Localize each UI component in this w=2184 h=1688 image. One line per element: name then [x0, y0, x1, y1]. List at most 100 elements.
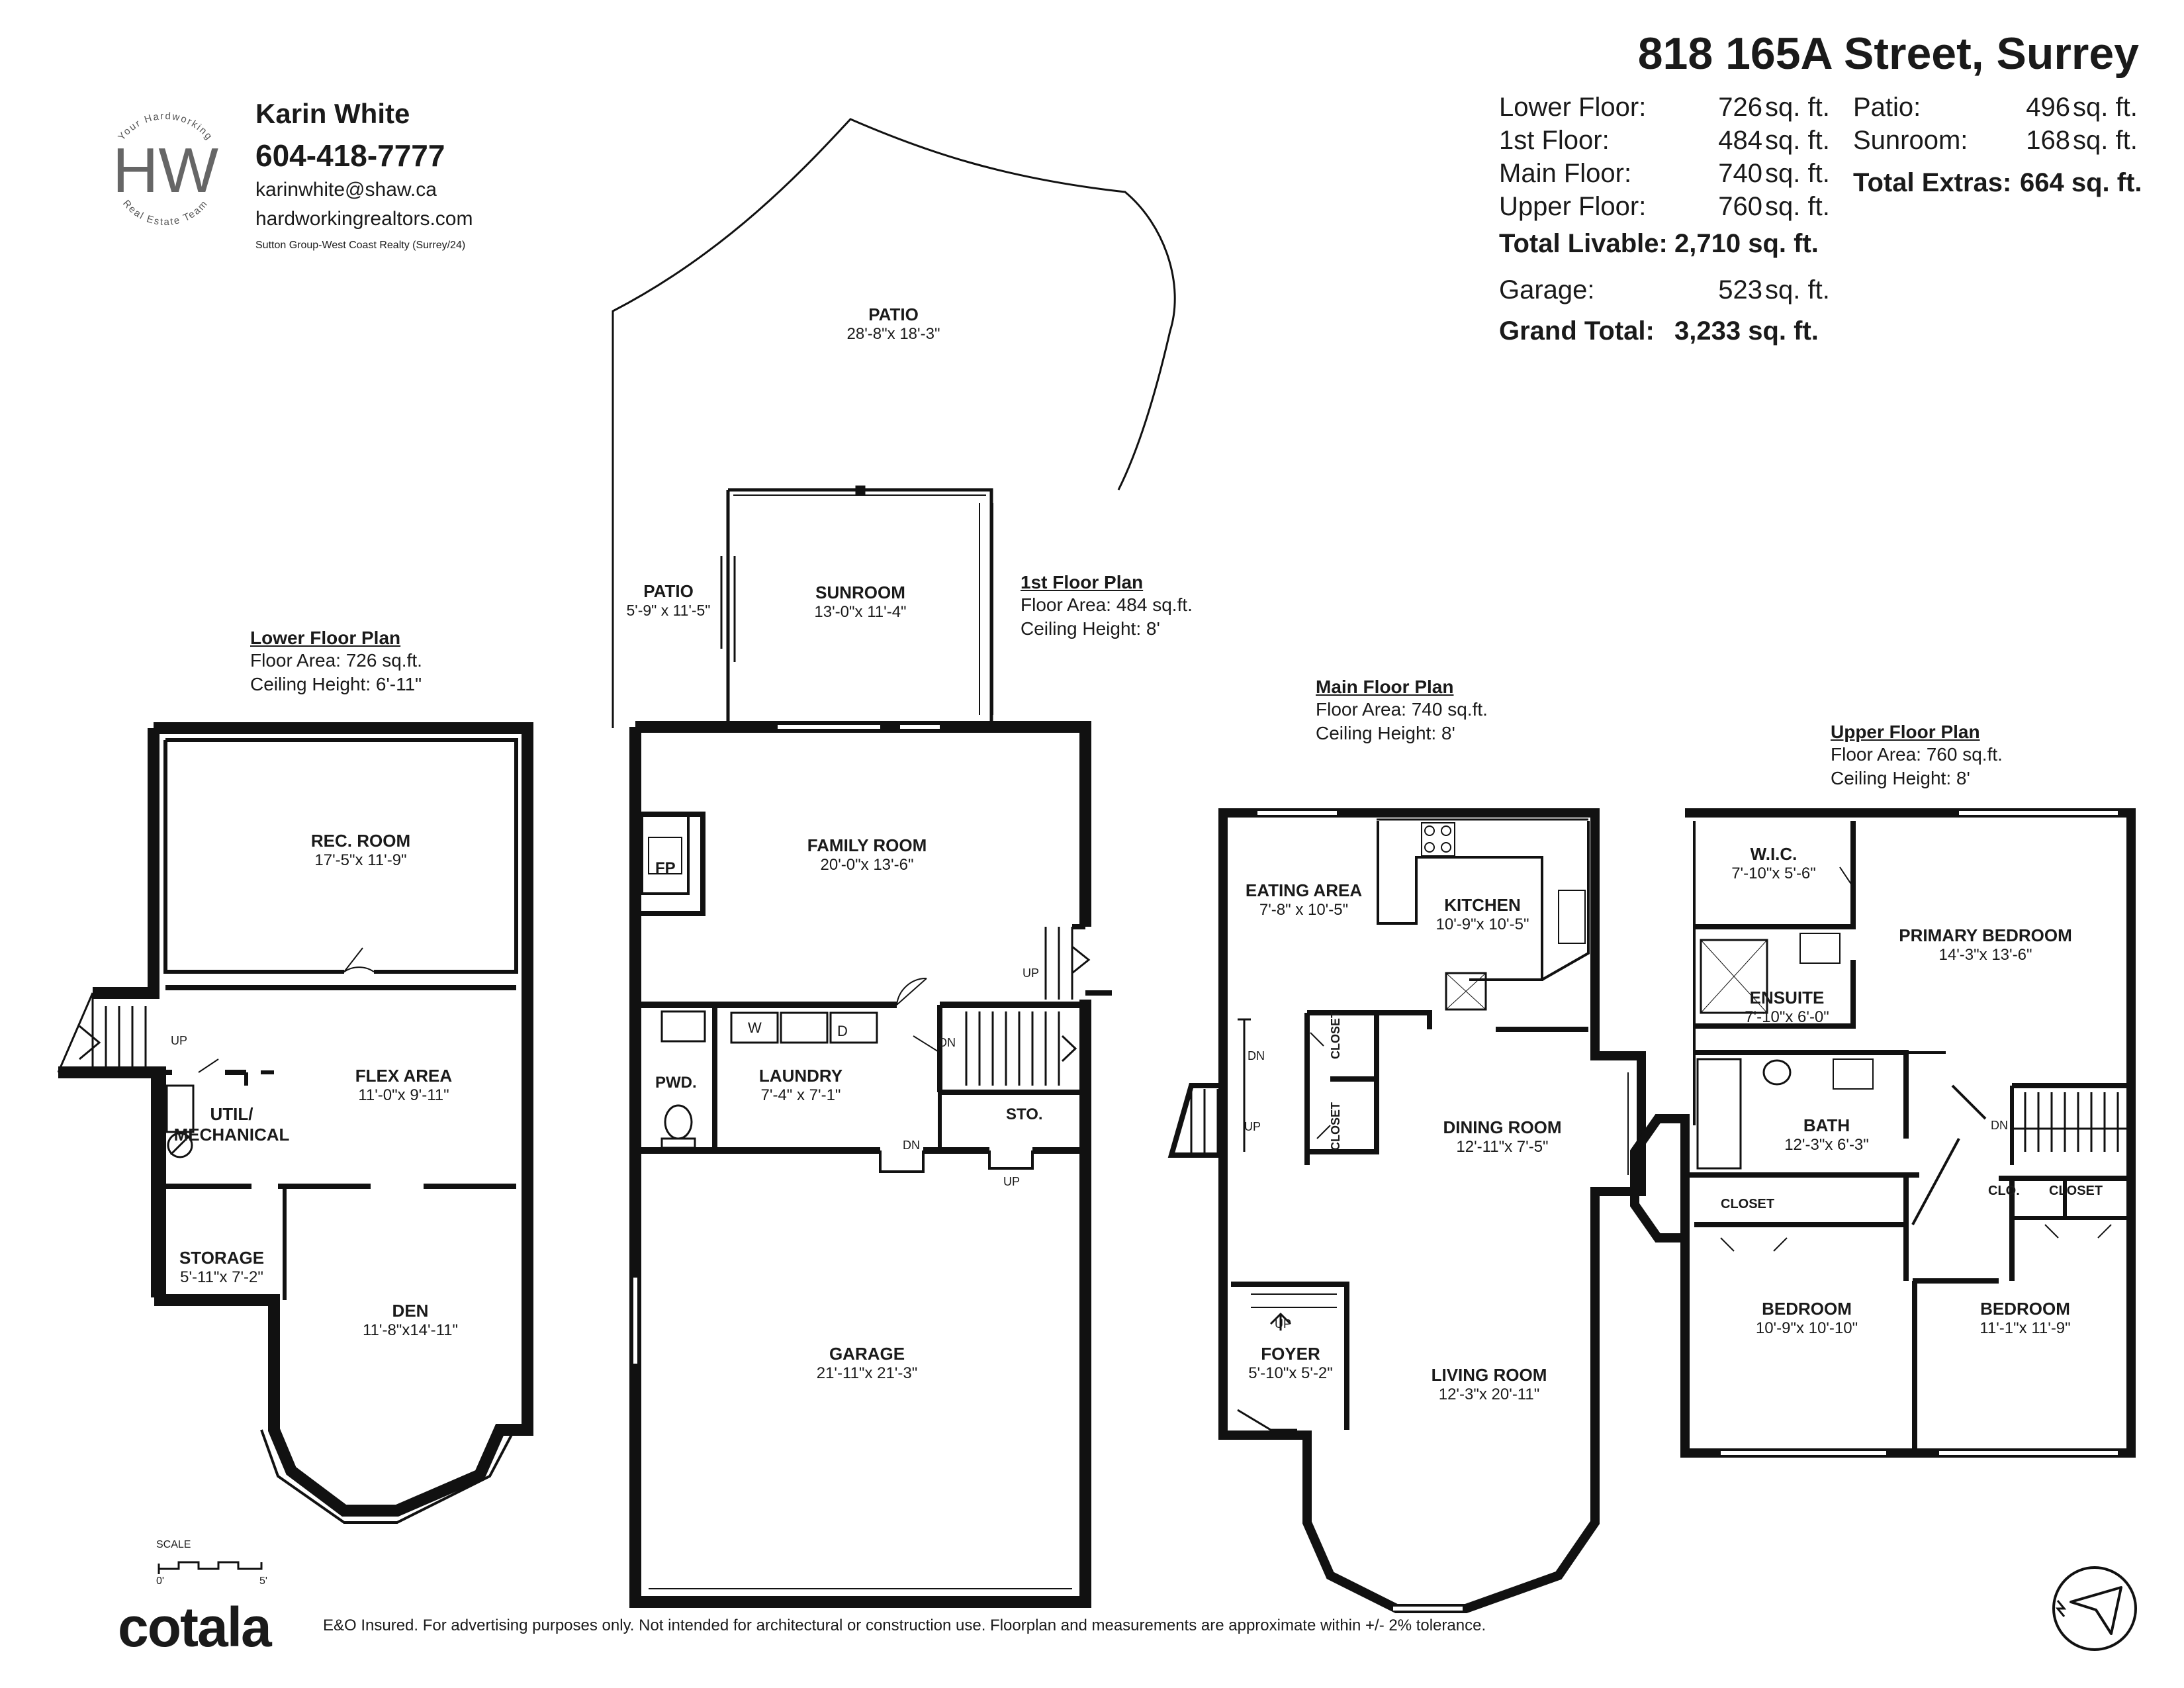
grand-total-label: Grand Total: — [1499, 316, 1655, 346]
area-row-main: Main Floor: 740 sq. ft. — [1499, 159, 1830, 192]
room-name: EATING AREA — [1245, 880, 1363, 900]
grand-total-value: 3,233 sq. ft. — [1674, 316, 1819, 346]
scale-bar — [158, 1561, 263, 1574]
room-name: FAMILY ROOM — [807, 835, 927, 855]
room-name: SUNROOM — [815, 583, 905, 602]
total-extras-value: 664 sq. ft. — [2020, 168, 2142, 197]
logo-monogram: HW — [113, 135, 218, 206]
plan-title: Lower Floor Plan — [250, 628, 401, 648]
fireplace-label: FP — [655, 859, 676, 877]
main-floor-plan — [1167, 808, 1646, 1613]
room-dim: 14'-3"x 13'-6" — [1938, 946, 2032, 964]
plan-title: 1st Floor Plan — [1021, 572, 1144, 592]
room-name: LIVING ROOM — [1431, 1365, 1547, 1385]
closet-label: CLOSET — [1721, 1197, 1775, 1211]
agent-phone: 604-418-7777 — [255, 138, 445, 173]
garage-value: 523 — [1718, 275, 1762, 305]
total-extras-label: Total Extras: — [1853, 168, 2012, 197]
scale-label: SCALE — [156, 1539, 191, 1550]
lower-floor-plan — [57, 722, 533, 1524]
cotala-logo: cotala — [118, 1596, 272, 1658]
closet-label: CLOSET — [2049, 1184, 2103, 1198]
room-name: GARAGE — [829, 1344, 905, 1364]
area-unit: sq. ft. — [1765, 192, 1830, 221]
total-extras-row: Total Extras: 664 sq. ft. — [1853, 168, 2158, 208]
extra-unit: sq. ft. — [2073, 93, 2138, 122]
grand-total-row: Grand Total: 3,233 sq. ft. — [1499, 316, 1830, 356]
room-dim: 7'-4" x 7'-1" — [760, 1086, 841, 1104]
room-dim: 10'-9"x 10'-5" — [1435, 915, 1529, 933]
room-name: PATIO — [868, 305, 919, 324]
stair-up-label: UP — [1244, 1120, 1261, 1133]
room-eating-area: EATING AREA 7'-8" x 10'-5" — [1224, 880, 1383, 919]
room-living-room: LIVING ROOM 12'-3"x 20'-11" — [1396, 1365, 1582, 1404]
room-wic: W.I.C. 7'-10"x 5'-6" — [1707, 844, 1840, 883]
scale-min: 0' — [156, 1575, 164, 1587]
room-name: STORAGE — [179, 1248, 265, 1268]
room-rec-room: REC. ROOM 17'-5"x 11'-9" — [261, 831, 460, 870]
extra-unit: sq. ft. — [2073, 126, 2138, 155]
area-row-upper: Upper Floor: 760 sq. ft. — [1499, 192, 1830, 225]
room-foyer: FOYER 5'-10"x 5'-2" — [1228, 1344, 1353, 1383]
stair-dn-label: DN — [903, 1139, 920, 1152]
plan-title: Upper Floor Plan — [1831, 722, 1980, 742]
room-name: BATH — [1803, 1115, 1850, 1135]
room-dim: 12'-3"x 6'-3" — [1784, 1136, 1869, 1154]
upper-floor-plan — [1630, 808, 2136, 1458]
first-plan-heading: 1st Floor Plan Floor Area: 484 sq.ft. Ce… — [1021, 572, 1193, 641]
room-dim: 17'-5"x 11'-9" — [314, 851, 407, 869]
upper-plan-heading: Upper Floor Plan Floor Area: 760 sq.ft. … — [1831, 722, 2003, 790]
plan-ceiling: Ceiling Height: 8' — [1021, 618, 1160, 639]
area-row-first: 1st Floor: 484 sq. ft. — [1499, 126, 1830, 159]
first-floor-plan — [612, 118, 1176, 1608]
stair-up-label: UP — [1275, 1317, 1292, 1331]
room-dim: 11'-8"x14'-11" — [362, 1321, 459, 1339]
plan-title: Main Floor Plan — [1316, 677, 1454, 697]
room-patio-big: PATIO 28'-8"x 18'-3" — [794, 305, 993, 344]
room-name: BEDROOM — [1762, 1299, 1852, 1319]
extra-value: 496 — [2026, 93, 2070, 122]
storage-room-label: STO. — [1006, 1105, 1043, 1123]
room-dim: 11'-1"x 11'-9" — [1979, 1319, 2071, 1337]
room-kitchen: KITCHEN 10'-9"x 10'-5" — [1403, 895, 1562, 934]
total-livable-value: 2,710 sq. ft. — [1674, 229, 1819, 258]
room-storage: STORAGE 5'-11"x 7'-2" — [156, 1248, 288, 1287]
room-dim: 12'-11"x 7'-5" — [1456, 1138, 1549, 1156]
area-unit: sq. ft. — [1765, 126, 1830, 155]
room-den: DEN 11'-8"x14'-11" — [311, 1301, 510, 1340]
stair-dn-label: DN — [938, 1036, 956, 1049]
room-patio-small: PATIO 5'-9" x 11'-5" — [612, 581, 725, 620]
room-name: FOYER — [1261, 1344, 1320, 1364]
room-laundry: LAUNDRY 7'-4" x 7'-1" — [702, 1066, 900, 1105]
stair-dn-label: DN — [1248, 1049, 1265, 1062]
scale-max: 5' — [259, 1575, 267, 1587]
extra-row-sunroom: Sunroom: 168 sq. ft. — [1853, 126, 2158, 159]
room-sunroom: SUNROOM 13'-0"x 11'-4" — [761, 583, 960, 622]
closet-label: CLOSET — [1329, 1010, 1342, 1059]
area-label: Main Floor: — [1499, 159, 1632, 188]
closet-label: CLOSET — [1329, 1102, 1342, 1150]
room-name: REC. ROOM — [310, 831, 411, 851]
hw-logo-icon: Your Hardworking Real Estate Team HW — [113, 111, 218, 228]
room-name: UTIL/ — [210, 1104, 253, 1124]
agent-name: Karin White — [255, 98, 410, 129]
room-garage: GARAGE 21'-11"x 21'-3" — [768, 1344, 966, 1383]
room-dim: 10'-9"x 10'-10" — [1755, 1319, 1858, 1337]
stair-up-label: UP — [1003, 1175, 1021, 1188]
agent-website: hardworkingrealtors.com — [255, 208, 473, 230]
room-name: ENSUITE — [1749, 988, 1825, 1008]
plan-area: Floor Area: 740 sq.ft. — [1316, 699, 1488, 720]
room-dim: 13'-0"x 11'-4" — [814, 603, 907, 621]
room-bath: BATH 12'-3"x 6'-3" — [1754, 1115, 1899, 1154]
room-bedroom-left: BEDROOM 10'-9"x 10'-10" — [1714, 1299, 1899, 1338]
room-name: BEDROOM — [1980, 1299, 2070, 1319]
room-name: PATIO — [643, 581, 694, 601]
garage-label: Garage: — [1499, 275, 1595, 305]
area-value: 740 — [1718, 159, 1762, 188]
room-name: LAUNDRY — [758, 1066, 843, 1086]
plan-area: Floor Area: 760 sq.ft. — [1831, 744, 2003, 765]
room-name: DEN — [392, 1301, 429, 1321]
room-dim: 5'-9" x 11'-5" — [626, 602, 711, 619]
room-ensuite: ENSUITE 7'-10"x 6'-0" — [1721, 988, 1853, 1027]
